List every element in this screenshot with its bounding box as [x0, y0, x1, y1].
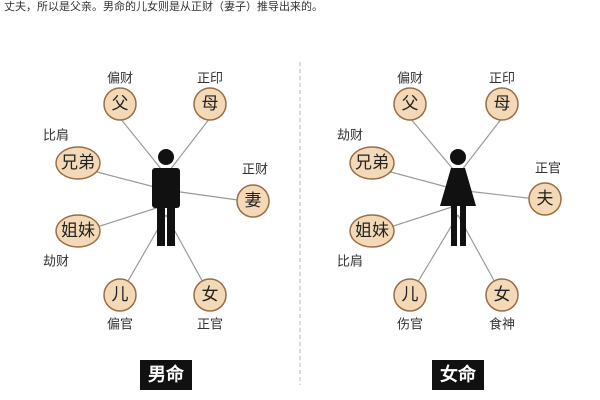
- female-figure-icon: [440, 149, 476, 246]
- node-father: 父 偏财: [103, 72, 137, 121]
- node-son-char: 儿: [112, 285, 129, 305]
- node-husband: 夫 正官: [528, 161, 562, 216]
- node-mother-f-char: 母: [494, 94, 511, 114]
- node-brothers-f: 兄弟 劫财: [337, 129, 395, 180]
- node-mother-f: 母 正印: [485, 72, 519, 121]
- node-sisters-f: 姐妹 比肩: [337, 214, 395, 270]
- role-label-father-f: 偏财: [397, 72, 423, 87]
- male-tag-label: 男命: [148, 364, 185, 386]
- node-wife-char: 妻: [245, 191, 262, 211]
- spoke-father: [119, 117, 167, 176]
- node-father-f: 父 偏财: [393, 72, 427, 121]
- node-son: 儿 偏官: [103, 278, 137, 333]
- female-tag-badge: [432, 360, 484, 390]
- role-label-sisters-f: 比肩: [337, 254, 363, 270]
- node-sisters: 姐妹 劫财: [43, 214, 101, 270]
- male-figure-icon: [152, 149, 180, 246]
- node-wife: 妻 正财: [236, 163, 270, 218]
- role-label-daughter-f: 食神: [489, 317, 515, 333]
- role-label-wife: 正财: [242, 163, 268, 178]
- node-son-f-char: 儿: [402, 285, 419, 305]
- node-husband-char: 夫: [537, 189, 554, 209]
- role-label-daughter: 正官: [197, 317, 223, 333]
- node-brothers-f-char: 兄弟: [355, 153, 389, 173]
- role-label-son-f: 伤官: [397, 317, 423, 333]
- node-daughter-f: 女 食神: [485, 278, 519, 333]
- node-daughter-f-char: 女: [494, 285, 511, 305]
- male-tag-badge: [140, 360, 192, 390]
- role-label-brothers-f: 劫财: [337, 129, 363, 144]
- node-mother-char: 母: [202, 94, 219, 114]
- role-label-husband: 正官: [535, 161, 561, 177]
- node-brothers-char: 兄弟: [61, 153, 95, 173]
- node-brothers: 兄弟 比肩: [43, 128, 101, 180]
- role-label-sisters: 劫财: [43, 255, 69, 270]
- role-label-brothers: 比肩: [43, 128, 69, 144]
- role-label-mother: 正印: [197, 72, 223, 87]
- node-son-f: 儿 伤官: [393, 278, 427, 333]
- spoke-mother-f: [457, 117, 503, 176]
- female-tag-label: 女命: [440, 364, 477, 386]
- node-mother: 母 正印: [193, 72, 227, 121]
- caption-text: 丈夫，所以是父亲。男命的儿女则是从正财（妻子）推导出来的。: [4, 0, 323, 13]
- spoke-father-f: [409, 117, 459, 176]
- node-sisters-char: 姐妹: [61, 221, 95, 241]
- role-label-mother-f: 正印: [489, 72, 515, 87]
- role-label-father: 偏财: [107, 72, 133, 87]
- male-panel: 父 偏财 母 正印 兄弟 比肩 妻 正财 姐妹 劫财 儿 偏官: [43, 72, 270, 390]
- role-label-son: 偏官: [107, 317, 133, 333]
- node-father-f-char: 父: [402, 94, 419, 114]
- node-daughter: 女 正官: [193, 278, 227, 333]
- female-panel: 父 偏财 母 正印 兄弟 劫财 夫 正官 姐妹 比肩 儿 伤官: [337, 72, 562, 390]
- node-sisters-f-char: 姐妹: [355, 221, 389, 241]
- node-father-char: 父: [112, 94, 129, 114]
- spoke-mother: [165, 117, 211, 176]
- node-daughter-char: 女: [202, 285, 219, 305]
